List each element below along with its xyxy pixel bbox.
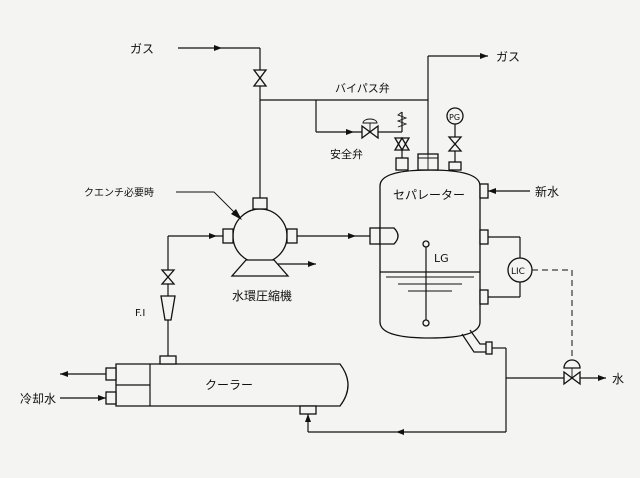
level-gauge-label: LG	[434, 252, 449, 265]
safety-valve	[393, 111, 411, 158]
bypass-valve	[361, 118, 379, 140]
flow-indicator	[160, 295, 176, 321]
separator-label: セパレーター	[393, 188, 465, 202]
bypass-header-line	[260, 99, 428, 135]
fresh-water-line	[488, 188, 530, 194]
gas-inlet-line	[178, 45, 261, 198]
gas-inlet-label: ガス	[130, 42, 154, 56]
safety-valve-label: 安全弁	[330, 147, 363, 161]
pressure-gauge-label: PG	[449, 113, 460, 122]
quench-label: クエンチ必要時	[84, 186, 154, 199]
level-controller-label: LIC	[511, 267, 525, 277]
quench-leader	[176, 191, 242, 220]
level-controller-lines	[488, 236, 573, 360]
level-controller	[507, 257, 533, 283]
gas-outlet-label: ガス	[496, 50, 520, 64]
seal-water-valve	[160, 269, 176, 285]
compressor-discharge-line	[297, 233, 370, 239]
pressure-gauge	[446, 107, 464, 125]
water-ring-compressor	[222, 197, 316, 277]
cooling-water-lines	[60, 371, 106, 401]
flow-indicator-label: F.I	[135, 308, 145, 319]
water-outlet-label: 水	[612, 372, 624, 386]
seal-water-line	[167, 233, 223, 356]
compressor-label: 水環圧縮機	[232, 288, 292, 303]
pressure-gauge-line	[447, 124, 463, 170]
water-outlet-line	[492, 347, 606, 432]
level-control-valve	[563, 359, 581, 386]
fresh-water-label: 新水	[535, 184, 559, 199]
cooler-return-line	[305, 414, 506, 435]
cooler	[105, 355, 349, 415]
separator-vessel	[369, 153, 493, 355]
cooling-water-label: 冷却水	[20, 392, 56, 406]
inlet-gate-valve	[252, 69, 268, 87]
bypass-valve-label: バイパス弁	[335, 81, 390, 95]
gas-outlet-line	[427, 53, 488, 154]
cooler-label: クーラー	[205, 378, 253, 392]
